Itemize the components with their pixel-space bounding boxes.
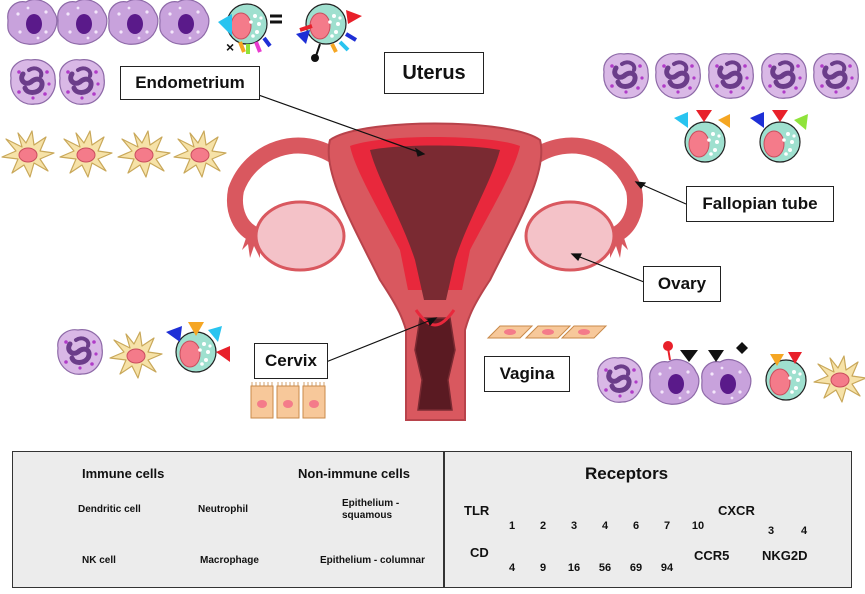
legend-nkg2d-label: NKG2D xyxy=(762,548,808,563)
ovary-right xyxy=(524,200,616,272)
tlr-6-number: 6 xyxy=(632,520,640,532)
legend-cxcr3-number: 3 xyxy=(767,525,775,537)
legend-cd-label: CD xyxy=(470,545,489,560)
columnar-epithelium-cervix xyxy=(250,381,326,419)
legend-tlr-label: TLR xyxy=(464,503,490,518)
leader-lines xyxy=(249,91,687,363)
legend-cxcr4-number: 4 xyxy=(800,525,808,537)
tlr-3-number: 3 xyxy=(570,520,578,532)
legend-macrophage-label: Macrophage xyxy=(200,555,259,566)
legend-squamous-label: Epithelium - squamous xyxy=(342,498,400,521)
cd-56-number: 56 xyxy=(598,562,612,574)
macrophage-cell xyxy=(108,0,159,45)
cd-4-number: 4 xyxy=(508,562,516,574)
legend-receptors-title: Receptors xyxy=(585,464,669,483)
squamous-epithelium-vagina xyxy=(487,325,607,339)
cervix-cells-left xyxy=(58,322,230,379)
uterus-label: Uterus xyxy=(384,52,484,94)
endometrium-label: Endometrium xyxy=(120,66,260,100)
vagina-label: Vagina xyxy=(484,356,570,392)
ovary-left xyxy=(254,200,346,272)
legend-ccr5-label: CCR5 xyxy=(694,548,730,563)
nk-cell-with-receptors-1: × xyxy=(218,3,282,55)
legend-immune-title: Immune cells xyxy=(82,466,165,481)
macrophage-cell xyxy=(159,0,210,45)
legend-neutrophil-label: Neutrophil xyxy=(198,504,248,515)
neutrophil-row-right xyxy=(604,54,859,99)
legend-divider xyxy=(443,451,445,588)
nk-cell-with-receptors-2 xyxy=(296,3,362,62)
tlr-1-number: 1 xyxy=(508,520,516,532)
ovary-label: Ovary xyxy=(643,266,721,302)
macrophage-cell xyxy=(7,0,58,45)
cervix-label: Cervix xyxy=(254,343,328,379)
legend-panel xyxy=(12,451,852,588)
cd-9-number: 9 xyxy=(539,562,547,574)
uterus-anatomy xyxy=(227,122,643,421)
cd-69-number: 69 xyxy=(629,562,643,574)
neutrophil-pair-left xyxy=(11,60,105,105)
legend-non-immune-title: Non-immune cells xyxy=(298,466,410,481)
legend-cxcr-label: CXCR xyxy=(718,503,755,518)
svg-text:×: × xyxy=(226,39,234,55)
tlr-10-number: 10 xyxy=(691,520,705,532)
dendritic-row-left xyxy=(1,130,227,178)
cd-16-number: 16 xyxy=(567,562,581,574)
legend-nk-label: NK cell xyxy=(82,555,116,566)
nk-cell-right-2 xyxy=(750,110,808,163)
macrophage-cell xyxy=(57,0,108,45)
tlr-7-number: 7 xyxy=(663,520,671,532)
cd-94-number: 94 xyxy=(660,562,674,574)
macrophage-row-top xyxy=(7,0,210,45)
vagina-cells-right xyxy=(598,341,865,405)
legend-columnar-label: Epithelium - columnar xyxy=(320,555,426,566)
nk-cell-right-1 xyxy=(674,110,730,163)
tlr-2-number: 2 xyxy=(539,520,547,532)
tlr-4-number: 4 xyxy=(601,520,609,532)
legend-dendritic-label: Dendritic cell xyxy=(78,504,141,515)
fallopian-tube-label: Fallopian tube xyxy=(686,186,834,222)
